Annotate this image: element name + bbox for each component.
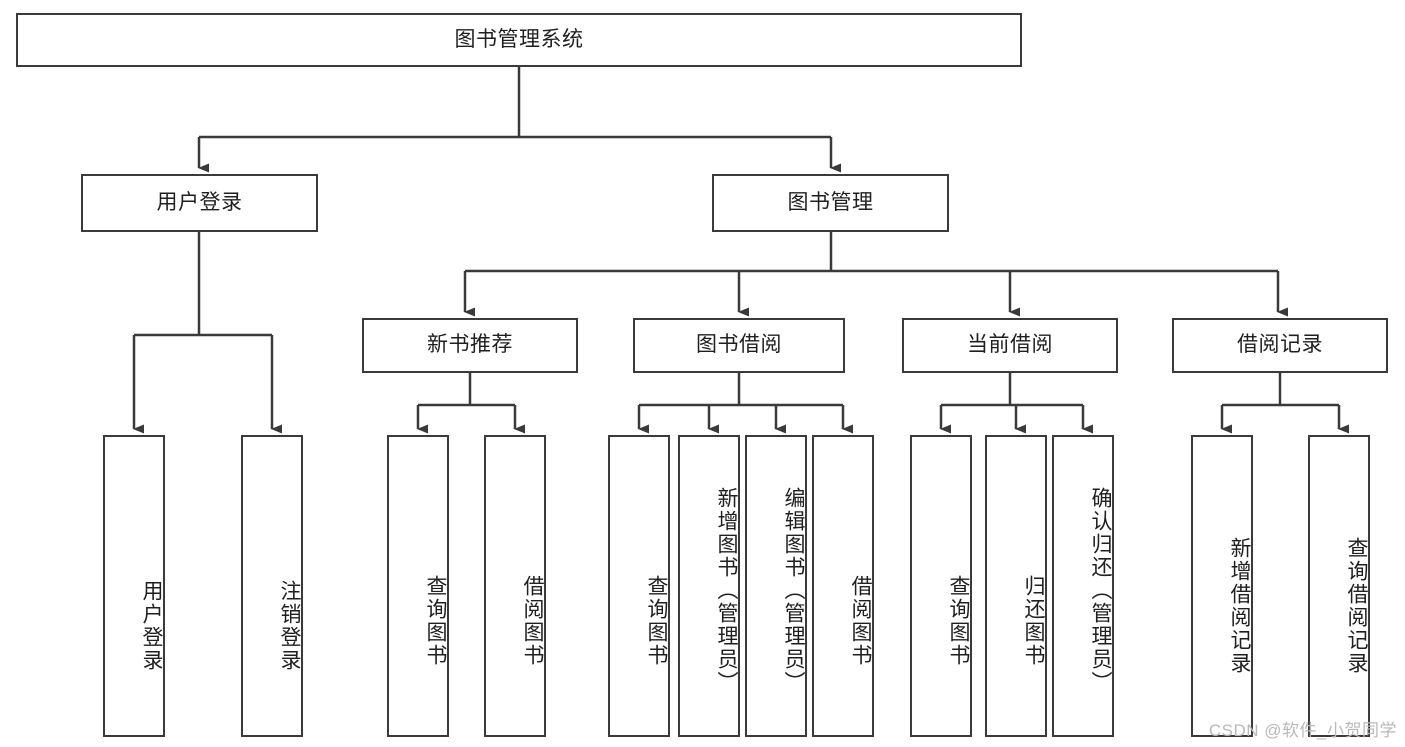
node-leaf-user-login-label: 用户登录: [140, 580, 163, 672]
node-leaf-confirm-return-label: 确认归还（管理员）: [1089, 486, 1112, 694]
node-new-book-rec-label: 新书推荐: [427, 333, 513, 357]
node-book-manage[interactable]: 图书管理: [712, 174, 949, 232]
node-leaf-borrow-book-2[interactable]: 借阅图书: [812, 435, 874, 737]
node-current-borrow-label: 当前借阅: [967, 333, 1053, 357]
node-book-manage-label: 图书管理: [787, 190, 874, 214]
node-leaf-borrow-book-1[interactable]: 借阅图书: [484, 435, 546, 737]
node-book-borrow[interactable]: 图书借阅: [633, 318, 845, 373]
node-leaf-query-record-label: 查询借阅记录: [1345, 537, 1368, 675]
node-leaf-query-book-1-label: 查询图书: [424, 575, 447, 667]
node-leaf-query-record[interactable]: 查询借阅记录: [1308, 435, 1370, 737]
node-root-label: 图书管理系统: [454, 27, 584, 51]
node-leaf-user-logout-label: 注销登录: [278, 580, 301, 672]
node-borrow-record-label: 借阅记录: [1237, 333, 1323, 357]
node-leaf-borrow-book-1-label: 借阅图书: [521, 575, 544, 667]
node-borrow-record[interactable]: 借阅记录: [1172, 318, 1388, 373]
node-user-login-label: 用户登录: [156, 190, 243, 214]
node-leaf-edit-book[interactable]: 编辑图书（管理员）: [745, 435, 807, 737]
node-user-login[interactable]: 用户登录: [81, 174, 318, 232]
node-leaf-query-book-3-label: 查询图书: [947, 575, 970, 667]
node-current-borrow[interactable]: 当前借阅: [902, 318, 1118, 373]
node-leaf-edit-book-label: 编辑图书（管理员）: [782, 486, 805, 694]
node-leaf-add-book-label: 新增图书（管理员）: [715, 486, 738, 694]
node-new-book-rec[interactable]: 新书推荐: [362, 318, 578, 373]
csdn-watermark: CSDN @软件_小贺同学: [1208, 721, 1397, 740]
node-leaf-add-book[interactable]: 新增图书（管理员）: [678, 435, 740, 737]
node-leaf-borrow-book-2-label: 借阅图书: [849, 575, 872, 667]
node-leaf-query-book-1[interactable]: 查询图书: [387, 435, 449, 737]
node-leaf-add-record-label: 新增借阅记录: [1228, 537, 1251, 675]
node-leaf-add-record[interactable]: 新增借阅记录: [1191, 435, 1253, 737]
node-leaf-query-book-3[interactable]: 查询图书: [910, 435, 972, 737]
node-leaf-query-book-2-label: 查询图书: [645, 575, 668, 667]
node-leaf-user-logout[interactable]: 注销登录: [241, 435, 303, 737]
node-leaf-query-book-2[interactable]: 查询图书: [608, 435, 670, 737]
node-leaf-user-login[interactable]: 用户登录: [103, 435, 165, 737]
node-leaf-return-book-label: 归还图书: [1022, 575, 1045, 667]
node-leaf-confirm-return[interactable]: 确认归还（管理员）: [1052, 435, 1114, 737]
node-book-borrow-label: 图书借阅: [696, 333, 782, 357]
node-root[interactable]: 图书管理系统: [16, 13, 1022, 67]
node-leaf-return-book[interactable]: 归还图书: [985, 435, 1047, 737]
